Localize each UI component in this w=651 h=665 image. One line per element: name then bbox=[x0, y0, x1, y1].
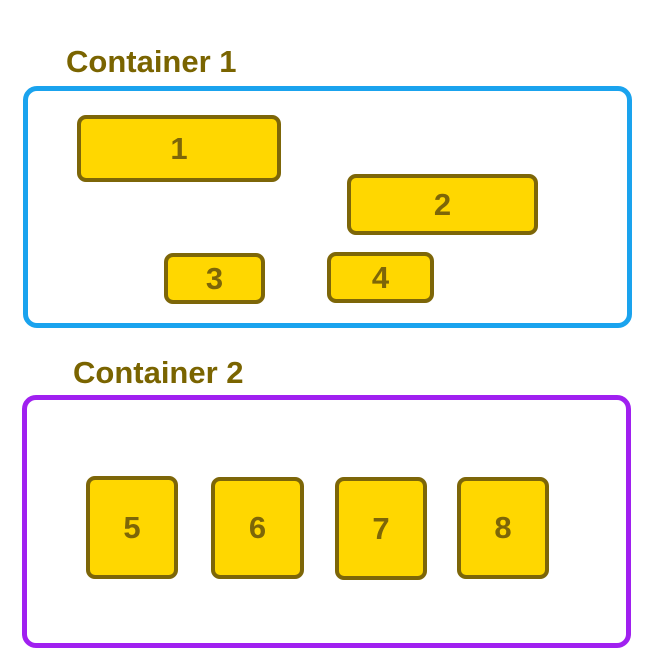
box-1[interactable]: 1 bbox=[77, 115, 281, 182]
box-8[interactable]: 8 bbox=[457, 477, 549, 579]
box-6[interactable]: 6 bbox=[211, 477, 304, 579]
container-1-title: Container 1 bbox=[66, 44, 237, 79]
box-7[interactable]: 7 bbox=[335, 477, 427, 580]
box-5[interactable]: 5 bbox=[86, 476, 178, 579]
container-2-title: Container 2 bbox=[73, 355, 244, 390]
box-4[interactable]: 4 bbox=[327, 252, 434, 303]
box-2[interactable]: 2 bbox=[347, 174, 538, 235]
box-3[interactable]: 3 bbox=[164, 253, 265, 304]
